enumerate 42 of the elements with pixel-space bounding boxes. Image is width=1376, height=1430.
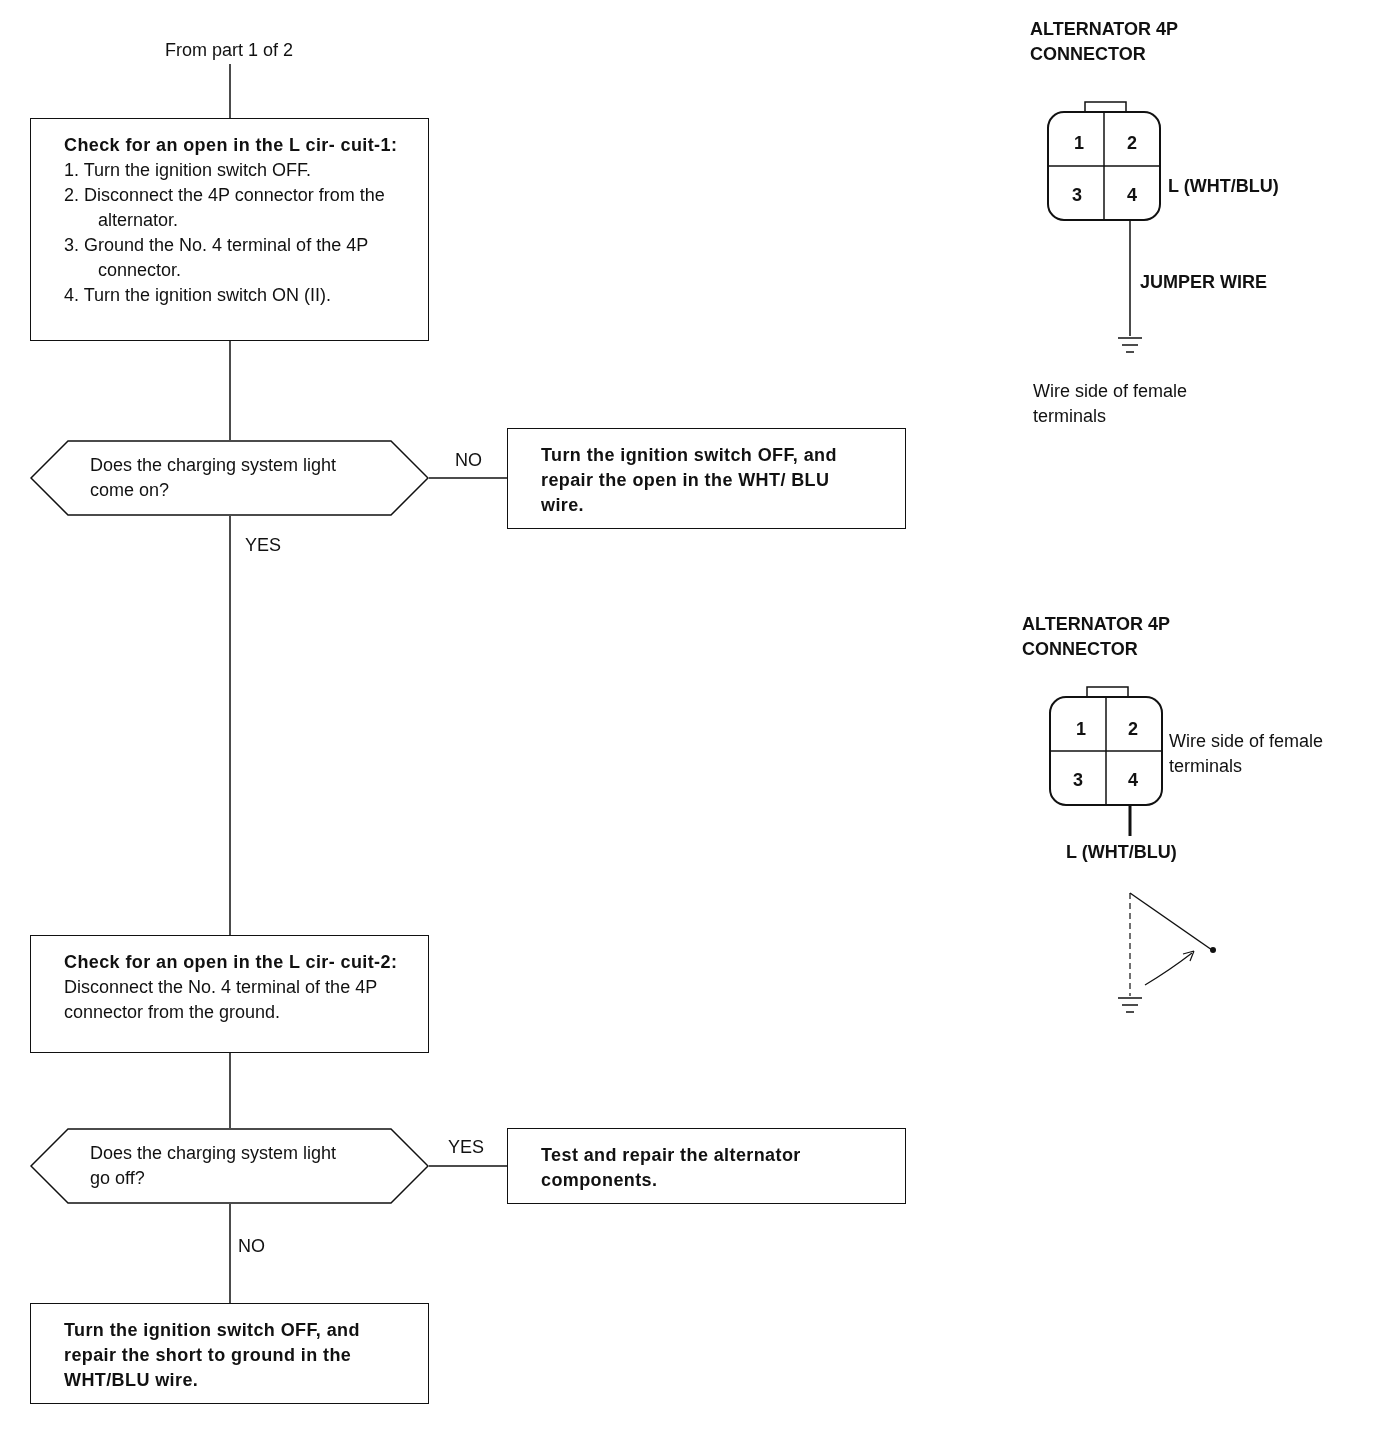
- connector-line: [229, 63, 231, 119]
- connector-line: [428, 477, 508, 479]
- heading-text: ALTERNATOR 4P CONNECTOR: [1030, 18, 1179, 66]
- process-box: [30, 1303, 429, 1404]
- instruction-text: Turn the ignition switch OFF, and repair the short to ground in the WHT/BLU wire.: [64, 1319, 361, 1392]
- question-text: Does the charging system light come on?: [90, 454, 338, 502]
- heading-text: ALTERNATOR 4P CONNECTOR: [1022, 613, 1171, 661]
- box-heading: Check for an open in the L cir- cuit-1:: [64, 134, 398, 157]
- note-text: Wire side of female terminals: [1033, 380, 1189, 428]
- pin-number: 3: [1073, 769, 1083, 792]
- process-box: [30, 118, 429, 341]
- process-box: [507, 1128, 906, 1204]
- wire-label: L (WHT/BLU): [1168, 175, 1279, 198]
- step-text: 3. Ground the No. 4 terminal of the 4P connector.: [64, 234, 369, 282]
- step-text: 2. Disconnect the 4P connector from the alternator.: [64, 184, 386, 232]
- decision-hexagon: [30, 440, 429, 516]
- instruction-text: Test and repair the alternator components.: [541, 1144, 802, 1192]
- pin-number: 4: [1127, 184, 1137, 207]
- source-note: From part 1 of 2: [165, 38, 294, 63]
- step-text: 4. Turn the ignition switch ON (II).: [64, 284, 333, 307]
- pin-number: 2: [1128, 718, 1138, 741]
- note-text: Wire side of female terminals: [1169, 730, 1325, 778]
- connector-line: [229, 1203, 231, 1304]
- pin-number: 3: [1072, 184, 1082, 207]
- instruction-text: Turn the ignition switch OFF, and repair the open in the WHT/ BLU wire.: [541, 444, 838, 517]
- connector-line: [229, 340, 231, 441]
- pin-number: 2: [1127, 132, 1137, 155]
- wire-label: JUMPER WIRE: [1140, 271, 1267, 294]
- pin-number: 1: [1074, 132, 1084, 155]
- step-text: 1. Turn the ignition switch OFF.: [64, 159, 313, 182]
- decision-hexagon: [30, 1128, 429, 1204]
- wire-label: L (WHT/BLU): [1066, 841, 1177, 864]
- box-heading: Check for an open in the L cir- cuit-2:: [64, 951, 398, 974]
- body-text: Disconnect the No. 4 terminal of the 4P connector from the ground.: [64, 976, 378, 1024]
- connector-line: [229, 1052, 231, 1129]
- pin-number: 1: [1076, 718, 1086, 741]
- connector-line: [428, 1165, 508, 1167]
- process-box: [507, 428, 906, 529]
- pin-number: 4: [1128, 769, 1138, 792]
- process-box: [30, 935, 429, 1053]
- connector-line: [229, 515, 231, 936]
- question-text: Does the charging system light go off?: [90, 1142, 338, 1190]
